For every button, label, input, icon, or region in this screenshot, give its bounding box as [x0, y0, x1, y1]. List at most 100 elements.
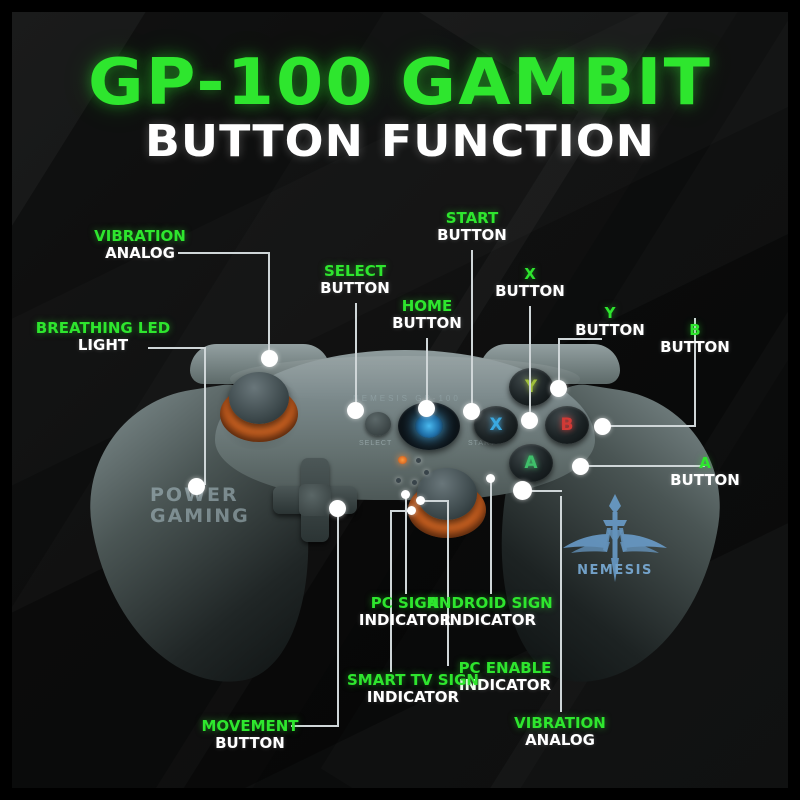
callout-line-2: INDICATOR	[443, 611, 537, 629]
leader-line	[268, 252, 270, 357]
leader-dot-movement-button	[329, 500, 346, 517]
dpad	[273, 458, 357, 542]
callout-line-1: B	[689, 321, 701, 339]
callout-line-2: LIGHT	[77, 336, 129, 354]
leader-line	[291, 725, 339, 727]
callout-a-button: A BUTTON	[650, 455, 760, 489]
leader-line	[178, 252, 270, 254]
leader-dot-vibration-analog-left	[261, 350, 278, 367]
callout-vibration-analog-right: VIBRATION ANALOG	[470, 715, 650, 749]
gamepad-illustration: NEMESIS GP-100 SELECT START	[73, 344, 737, 701]
leader-line	[337, 508, 339, 726]
callout-line-1: VIBRATION	[514, 714, 606, 732]
leader-dot-home-button	[418, 400, 435, 417]
leader-line	[528, 490, 562, 492]
callout-line-1: X	[524, 265, 536, 283]
leader-line	[426, 338, 428, 408]
leader-line	[560, 496, 562, 712]
leader-dot-pc-enable	[416, 496, 425, 505]
pc-enable-led	[412, 480, 417, 485]
leader-dot-y-button	[550, 380, 567, 397]
button-y: Y	[509, 368, 553, 406]
android-sign-led	[424, 470, 429, 475]
button-x: X	[474, 406, 518, 444]
callout-line-2: BUTTON	[495, 282, 565, 300]
page-title: GP-100 GAMBIT	[87, 46, 713, 120]
left-analog-stick	[212, 372, 306, 450]
home-led-glow	[415, 414, 443, 438]
callout-vibration-analog-left: VIBRATION ANALOG	[60, 228, 220, 262]
leader-line	[558, 338, 602, 340]
leader-line	[580, 465, 705, 467]
callout-line-1: A	[699, 454, 711, 472]
callout-smart-tv-sign-indicator: SMART TV SIGN INDICATOR	[328, 672, 498, 706]
title-block: GP-100 GAMBIT BUTTON FUNCTION	[0, 46, 800, 167]
leader-dot-start-button	[463, 403, 480, 420]
leader-dot-select-button	[347, 402, 364, 419]
callout-line-1: START	[445, 209, 499, 227]
leader-line	[529, 306, 531, 419]
callout-line-1: Y	[604, 304, 616, 322]
nemesis-logo: NEMESIS	[555, 490, 675, 600]
callout-breathing-led-light: BREATHING LED LIGHT	[18, 320, 188, 354]
stick-cap	[229, 372, 289, 424]
callout-line-2: BUTTON	[670, 471, 740, 489]
pc-sign-led	[416, 458, 421, 463]
leader-line	[471, 250, 473, 410]
leader-dot-vibration-analog-right	[513, 481, 532, 500]
brand-line-1: POWER	[150, 484, 239, 506]
leader-line	[447, 500, 449, 666]
button-b: B	[545, 406, 589, 444]
callout-line-1: PC ENABLE	[458, 659, 552, 677]
callout-line-1: MOVEMENT	[201, 717, 299, 735]
leader-line	[355, 303, 357, 409]
callout-line-2: BUTTON	[660, 338, 730, 356]
callout-pc-sign-indicator: PC SIGN INDICATOR	[330, 595, 480, 629]
callout-line-2: BUTTON	[320, 279, 390, 297]
callout-line-1: HOME	[401, 297, 453, 315]
callout-home-button: HOME BUTTON	[368, 298, 486, 332]
leader-dot-b-button	[594, 418, 611, 435]
select-micro-label: SELECT	[359, 440, 393, 447]
led-indicator-cluster	[390, 454, 442, 494]
callout-line-1: BREATHING LED	[35, 319, 171, 337]
callout-start-button: START BUTTON	[412, 210, 532, 244]
leader-dot-breathing-led	[188, 478, 205, 495]
start-micro-label: START	[468, 440, 496, 447]
button-b-glyph: B	[560, 415, 574, 435]
leader-line	[694, 318, 696, 426]
leader-dot-x-button	[521, 412, 538, 429]
callout-line-2: BUTTON	[215, 734, 285, 752]
button-y-glyph: Y	[524, 377, 538, 397]
callout-line-1: VIBRATION	[94, 227, 186, 245]
callout-line-1: SELECT	[323, 262, 387, 280]
leader-line	[490, 478, 492, 594]
callout-line-1: SMART TV SIGN	[347, 671, 479, 689]
leader-line	[204, 347, 206, 485]
callout-line-2: INDICATOR	[358, 611, 452, 629]
leader-line	[602, 425, 696, 427]
button-a: A	[509, 444, 553, 482]
leader-line	[390, 510, 392, 672]
callout-select-button: SELECT BUTTON	[295, 263, 415, 297]
callout-y-button: Y BUTTON	[550, 305, 670, 339]
smart-tv-sign-led	[396, 478, 401, 483]
page-subtitle: BUTTON FUNCTION	[145, 116, 655, 167]
callout-line-2: ANALOG	[105, 244, 175, 262]
callout-android-sign-indicator: ANDROID SIGN INDICATOR	[400, 595, 580, 629]
callout-line-2: INDICATOR	[458, 676, 552, 694]
power-gaming-brand-text: POWER GAMING	[150, 485, 250, 527]
callout-line-1: ANDROID SIGN	[427, 594, 553, 612]
leader-dot-android-sign	[486, 474, 495, 483]
callout-movement-button: MOVEMENT BUTTON	[170, 718, 330, 752]
callout-line-2: ANALOG	[525, 731, 595, 749]
leader-dot-a-button	[572, 458, 589, 475]
leader-line	[390, 510, 412, 512]
leader-line	[420, 500, 448, 502]
callout-b-button: B BUTTON	[640, 322, 750, 356]
callout-line-2: INDICATOR	[366, 688, 460, 706]
brand-line-2: GAMING	[150, 505, 250, 527]
top-strip-text: NEMESIS GP-100	[353, 394, 461, 403]
callout-line-2: BUTTON	[392, 314, 462, 332]
